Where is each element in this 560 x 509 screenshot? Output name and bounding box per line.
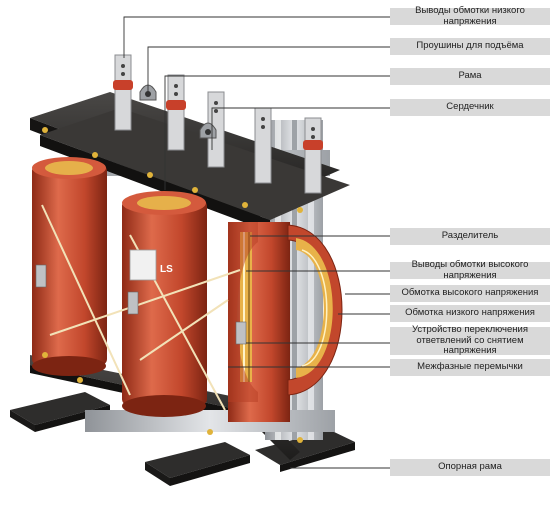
leader-lines: [123, 16, 390, 469]
coil-phase-3-cutaway: [228, 222, 343, 422]
label-hv-terminals: Выводы обмотки высокого напряжения: [390, 259, 550, 280]
frame-bolts: [42, 127, 303, 443]
label-lv-winding: Обмотка низкого напряжения: [390, 305, 550, 322]
nameplate: [129, 249, 157, 281]
label-hv-winding: Обмотка высокого напряжения: [390, 285, 550, 302]
label-phase-jumpers: Межфазные перемычки: [390, 359, 550, 376]
tap-changer-plates: [35, 264, 247, 345]
label-core: Сердечник: [390, 99, 550, 116]
label-tap-changer: Устройство переключения ответвлений со с…: [390, 324, 550, 356]
label-lifting-lugs: Проушины для подъёма: [390, 38, 550, 55]
label-frame: Рама: [390, 68, 550, 85]
nameplate-text: LS: [160, 264, 173, 275]
label-base-frame: Опорная рама: [390, 459, 550, 476]
label-separator: Разделитель: [390, 228, 550, 245]
label-lv-terminals: Выводы обмотки низкого напряжения: [390, 5, 550, 26]
